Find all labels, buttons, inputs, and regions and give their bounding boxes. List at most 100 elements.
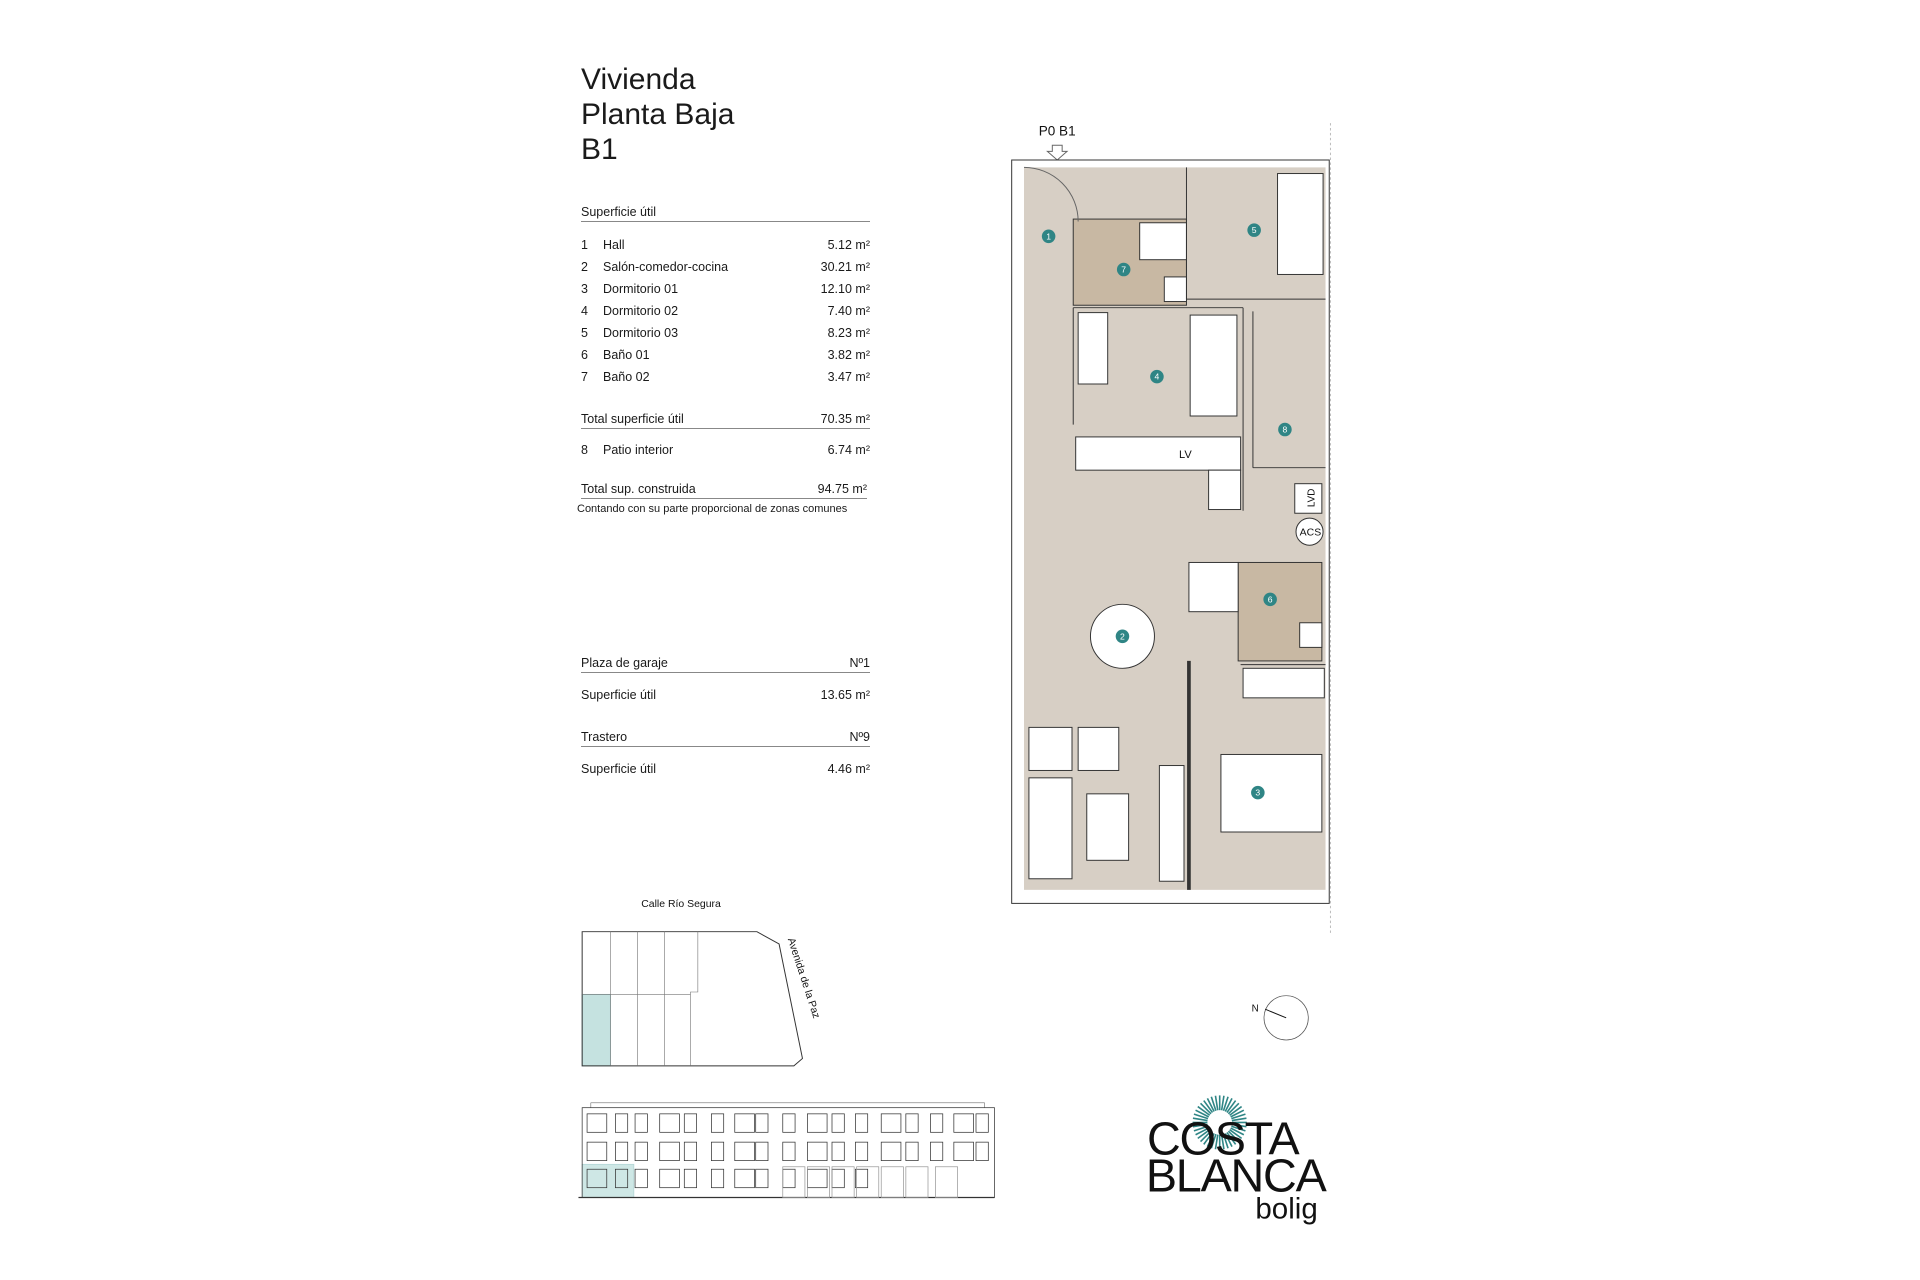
entrance-label: P0 B1 (1039, 123, 1076, 138)
sun-ray (1231, 1125, 1246, 1132)
window (953, 1141, 974, 1161)
roof-line (590, 1102, 985, 1108)
room-num: 3 (581, 282, 588, 296)
garage-door (935, 1166, 958, 1198)
window (782, 1168, 796, 1189)
sun-ray (1206, 1133, 1215, 1147)
street-top-label: Calle Río Segura (641, 899, 721, 910)
room-num: 4 (581, 304, 588, 318)
storage-number: Nº9 (849, 730, 870, 744)
north-arrow-icon (1265, 1008, 1287, 1019)
sun-ray (1193, 1125, 1209, 1132)
logo-line-3: bolig (1255, 1192, 1317, 1225)
lvd-box (1294, 483, 1323, 514)
room-marker-number: 4 (1155, 372, 1160, 382)
window (659, 1168, 680, 1189)
storage-area: 4.46 m² (827, 762, 870, 776)
total-useful-row: Total superficie útil 70.35 m² (581, 410, 870, 429)
patio-num: 8 (581, 443, 588, 457)
room-name: Dormitorio 01 (603, 282, 679, 296)
window (683, 1168, 697, 1189)
window (755, 1141, 769, 1161)
window (855, 1141, 869, 1161)
room-marker (1116, 262, 1131, 277)
window (586, 1168, 608, 1189)
room-marker (1251, 785, 1265, 800)
window (734, 1168, 755, 1189)
total-useful-value: 70.35 m² (820, 412, 870, 426)
building-elevation (578, 1102, 995, 1199)
room-area: 3.47 m² (827, 370, 870, 384)
sun-ray (1192, 1123, 1208, 1128)
sun-ray (1214, 1134, 1219, 1150)
garage-label: Plaza de garaje (581, 656, 668, 670)
window (734, 1141, 755, 1161)
sun-ray (1197, 1105, 1211, 1116)
window (659, 1113, 680, 1133)
window (880, 1141, 902, 1161)
room-marker-number: 8 (1283, 425, 1288, 435)
sun-ray (1229, 1129, 1243, 1140)
plan-title: Vivienda Planta Baja B1 (581, 62, 734, 167)
title-line-3: B1 (581, 133, 618, 166)
window (711, 1141, 725, 1161)
site-plan: Calle Río Segura Avenida de la Paz (581, 899, 821, 1067)
garage-area: 13.65 m² (820, 688, 870, 702)
sun-ray (1220, 1095, 1225, 1111)
kitchen-sink (1208, 469, 1242, 511)
surface-header-label: Superficie útil (581, 205, 657, 219)
sun-ray (1214, 1095, 1219, 1111)
room-marker-number: 3 (1255, 788, 1260, 798)
room-marker-number: 7 (1121, 265, 1126, 275)
room-marker-number: 5 (1252, 225, 1257, 235)
sun-ray (1192, 1117, 1208, 1122)
window (711, 1113, 725, 1133)
sun-ray (1224, 1097, 1233, 1112)
garage-area-label: Superficie útil (581, 688, 657, 702)
garage-door (782, 1166, 806, 1198)
garage-door (807, 1166, 830, 1198)
costa-blanca-logo: COSTA BLANCA bolig (1146, 1095, 1329, 1225)
room-name: Dormitorio 02 (603, 304, 679, 318)
patio-name: Patio interior (603, 443, 674, 457)
wardrobe-4 (1077, 312, 1109, 385)
window (953, 1113, 974, 1133)
sun-ray (1199, 1130, 1212, 1143)
total-useful-label: Total superficie útil (581, 412, 684, 426)
window (975, 1113, 989, 1133)
window (615, 1168, 629, 1189)
shower-7 (1139, 222, 1187, 261)
room-marker (1041, 229, 1056, 244)
sun-ray (1220, 1134, 1225, 1150)
sun-ray (1203, 1131, 1214, 1145)
sun-ray (1197, 1129, 1211, 1140)
room-area: 5.12 m² (827, 238, 870, 252)
sun-ray (1230, 1109, 1245, 1118)
logo-line-2: BLANCA (1146, 1149, 1328, 1201)
window (807, 1113, 828, 1133)
window (905, 1113, 919, 1133)
street-right-label: Avenida de la Paz (785, 937, 821, 1020)
unit-highlight (581, 993, 611, 1067)
room-name: Baño 02 (603, 370, 650, 384)
room-marker (1278, 422, 1292, 437)
garage-door (856, 1166, 880, 1198)
sun-ray (1224, 1133, 1233, 1147)
window (615, 1113, 629, 1133)
sun-ray (1210, 1096, 1217, 1112)
window (831, 1168, 845, 1189)
window (831, 1113, 845, 1133)
room-num: 6 (581, 348, 588, 362)
sink-7 (1163, 276, 1187, 303)
room-name: Baño 01 (603, 348, 650, 362)
room-num: 5 (581, 326, 588, 340)
